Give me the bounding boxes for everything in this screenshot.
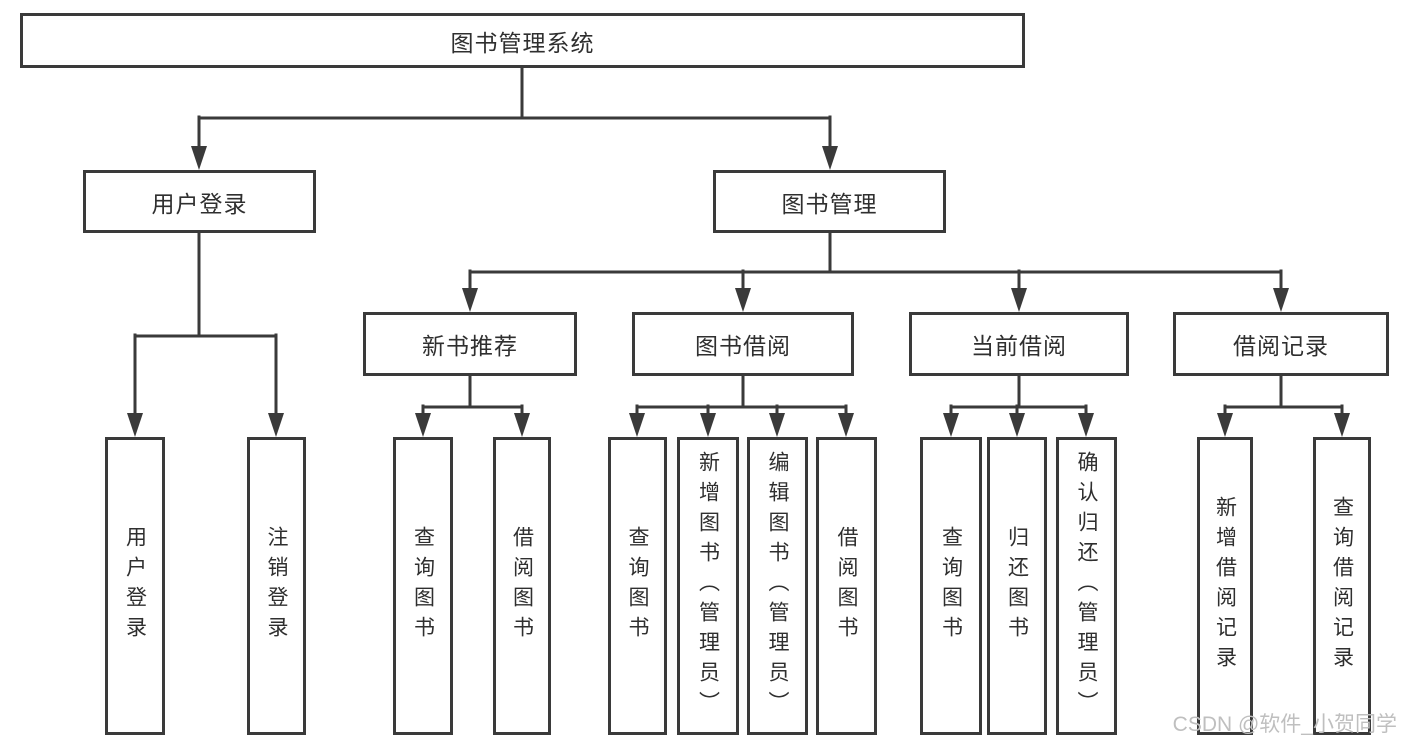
arrow-down-icon [1273,288,1289,312]
node-label: 用户登录 [151,190,248,217]
leaf-label: 新增图书（管理员） [696,451,720,721]
arrow-down-icon [943,413,959,437]
leaf-return-books: 归还图书 [987,437,1047,735]
arrow-down-icon [462,288,478,312]
leaf-label: 查询借阅记录 [1330,496,1354,676]
arrowhead-icons [127,146,1350,437]
leaf-user-login: 用户登录 [105,437,165,735]
arrow-down-icon [1009,413,1025,437]
node-book-borrowing: 图书借阅 [632,312,854,376]
node-label: 图书借阅 [695,333,791,359]
arrow-down-icon [1217,413,1233,437]
connector-lines [133,66,1344,419]
leaf-query-books-current: 查询图书 [920,437,982,735]
leaf-label: 用户登录 [123,526,147,646]
leaf-label: 查询图书 [626,526,649,646]
arrow-down-icon [268,413,284,437]
leaf-label: 确认归还（管理员） [1075,451,1098,721]
leaf-borrow-books-borrowing: 借阅图书 [816,437,877,735]
leaf-borrow-books-new-rec: 借阅图书 [493,437,551,735]
arrow-down-icon [629,413,645,437]
arrow-down-icon [127,413,143,437]
leaf-add-borrow-record: 新增借阅记录 [1197,437,1253,735]
node-book-management: 图书管理 [713,170,946,233]
node-root-system: 图书管理系统 [20,13,1025,68]
node-label: 图书管理 [781,190,878,217]
leaf-label: 查询图书 [939,526,963,646]
node-label: 当前借阅 [971,333,1067,359]
leaf-label: 借阅图书 [510,526,534,646]
arrow-down-icon [769,413,785,437]
arrow-down-icon [1078,413,1094,437]
arrow-down-icon [700,413,716,437]
node-label: 图书管理系统 [450,29,595,56]
node-current-borrowing: 当前借阅 [909,312,1129,376]
arrow-down-icon [415,413,431,437]
arrow-down-icon [514,413,530,437]
node-label: 借阅记录 [1233,333,1329,359]
arrow-down-icon [1334,413,1350,437]
leaf-label: 借阅图书 [835,526,858,646]
leaf-label: 注销登录 [265,526,288,646]
arrow-down-icon [838,413,854,437]
arrow-down-icon [191,146,207,170]
node-user-login: 用户登录 [83,170,316,233]
node-borrow-records: 借阅记录 [1173,312,1389,376]
leaf-confirm-return-admin: 确认归还（管理员） [1056,437,1117,735]
leaf-query-books-borrowing: 查询图书 [608,437,667,735]
leaf-label: 查询图书 [411,526,435,646]
arrow-down-icon [822,146,838,170]
arrow-down-icon [735,288,751,312]
leaf-add-book-admin: 新增图书（管理员） [677,437,739,735]
leaf-label: 编辑图书（管理员） [766,451,789,721]
leaf-edit-book-admin: 编辑图书（管理员） [747,437,808,735]
leaf-logout: 注销登录 [247,437,306,735]
node-label: 新书推荐 [422,333,518,359]
arrow-down-icon [1011,288,1027,312]
leaf-label: 新增借阅记录 [1213,496,1237,676]
leaf-query-books-new-rec: 查询图书 [393,437,453,735]
csdn-watermark: CSDN @软件_小贺同学 [1172,713,1397,736]
node-new-book-recommend: 新书推荐 [363,312,577,376]
leaf-label: 归还图书 [1005,526,1029,646]
leaf-query-borrow-record: 查询借阅记录 [1313,437,1371,735]
